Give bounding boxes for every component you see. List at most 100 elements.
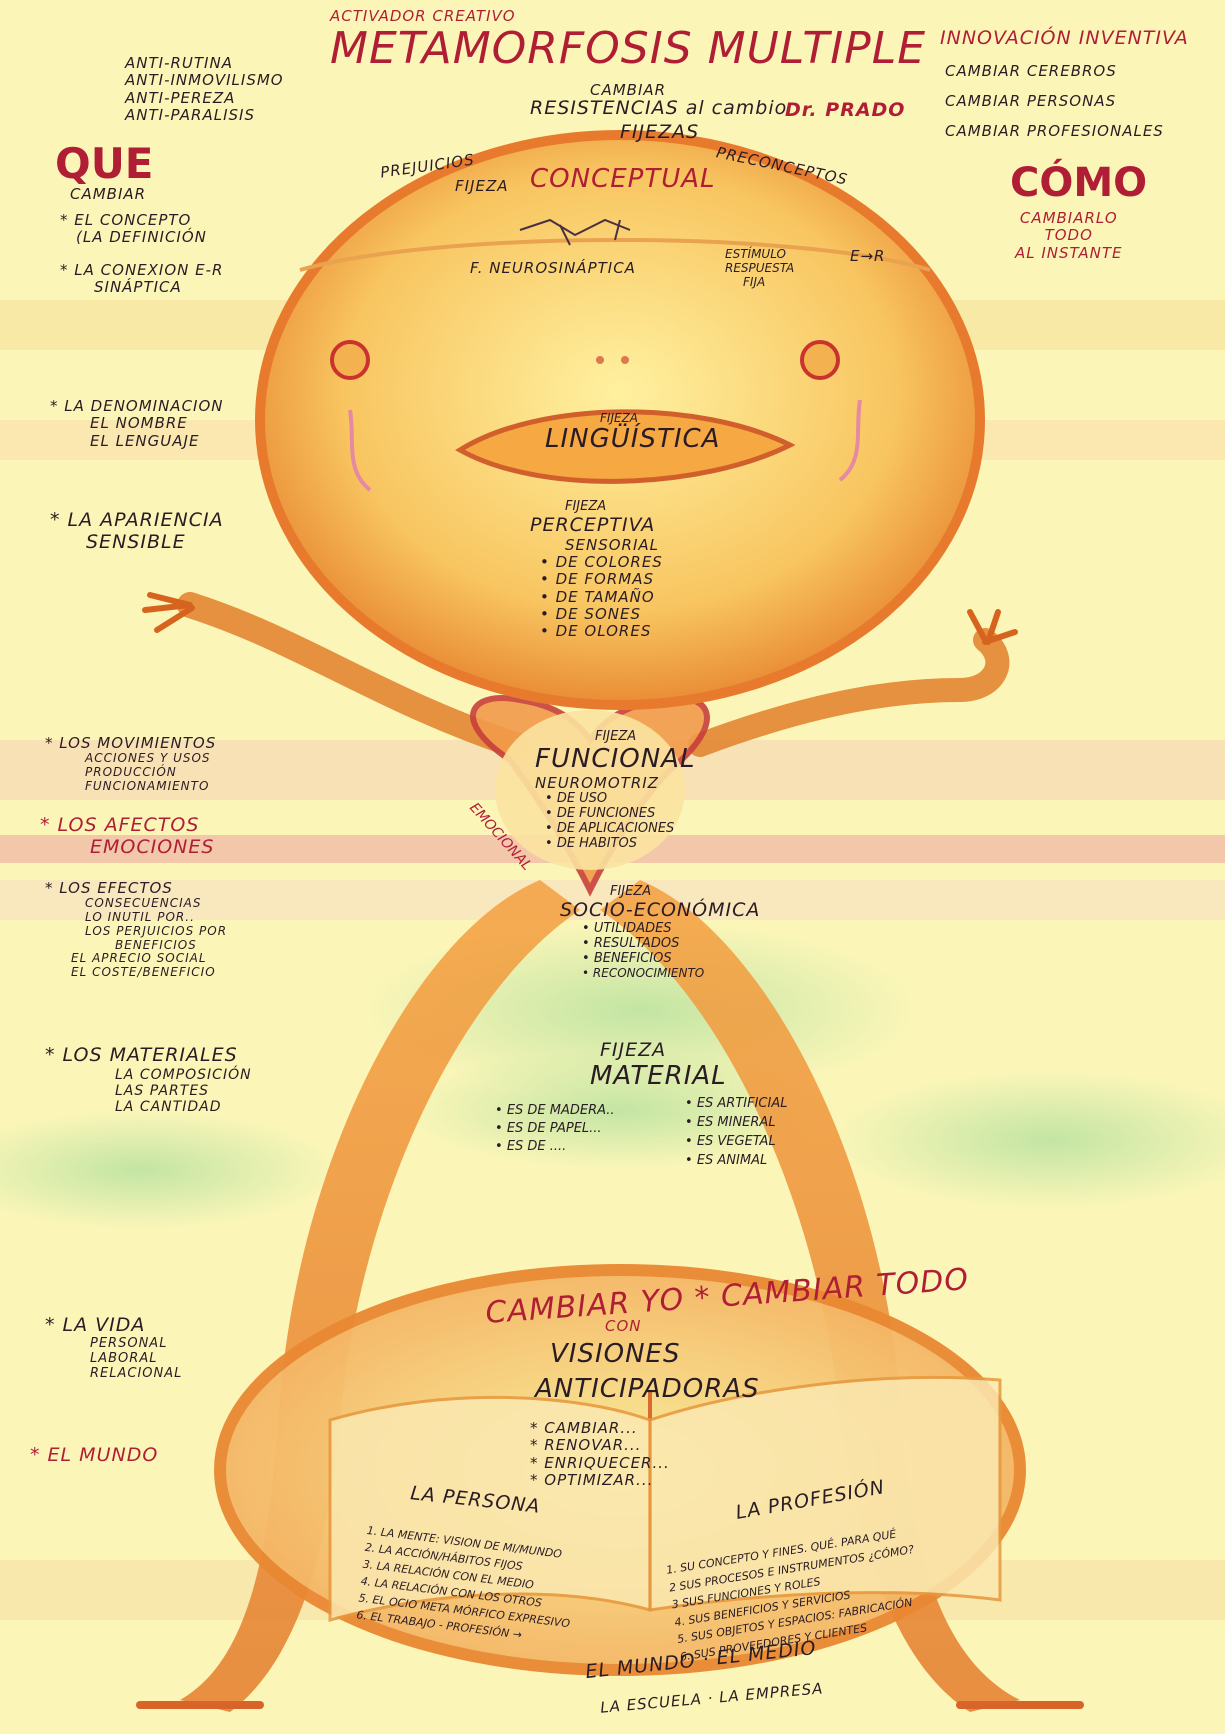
left-denominacion: LA DENOMINACION EL NOMBRE EL LENGUAJE [50, 398, 224, 450]
perceptiva-item: DE OLORES [530, 623, 663, 640]
estimulo-line: ESTÍMULO [725, 248, 794, 262]
innovacion-list: CAMBIAR CEREBROS CAMBIAR PERSONAS CAMBIA… [945, 56, 1164, 146]
material-item: ES DE PAPEL... [495, 1120, 615, 1138]
socio-item: RESULTADOS [560, 937, 760, 952]
left-item-title: LA DENOMINACION [50, 398, 224, 415]
material-item: ES DE .... [495, 1138, 615, 1156]
linguistica-title: LINGÜÍSTICA [545, 425, 720, 455]
left-item-sub: CONSECUENCIAS [45, 897, 227, 911]
left-afectos: LOS AFECTOS EMOCIONES [40, 815, 214, 859]
visiones-title: VISIONES [550, 1340, 680, 1370]
material-item: ES VEGETAL [685, 1133, 787, 1152]
material-col2: ES ARTIFICIAL ES MINERAL ES VEGETAL ES A… [685, 1095, 787, 1170]
left-item-sub: ACCIONES Y USOS [45, 752, 216, 766]
perceptiva-item: DE TAMAÑO [530, 589, 663, 606]
left-concepto: EL CONCEPTO (LA DEFINICIÓN [60, 212, 207, 247]
innovacion-item: CAMBIAR PERSONAS [945, 86, 1164, 116]
perceptiva-sub: SENSORIAL [530, 537, 663, 554]
material-item: ES ANIMAL [685, 1152, 787, 1171]
perceptiva-item: DE FORMAS [530, 571, 663, 588]
como-lines: CAMBIARLO TODO AL INSTANTE [1015, 210, 1122, 262]
left-item-sub: RELACIONAL [45, 1367, 182, 1382]
left-item-sub: SENSIBLE [50, 532, 224, 554]
left-item-title: LOS EFECTOS [45, 880, 227, 897]
left-item-sub: LA CANTIDAD [45, 1099, 252, 1115]
material-item: ES ARTIFICIAL [685, 1095, 787, 1114]
left-item-sub: EMOCIONES [40, 837, 214, 859]
material-fijeza: FIJEZA [600, 1040, 666, 1062]
material-col1: ES DE MADERA.. ES DE PAPEL... ES DE .... [495, 1102, 615, 1157]
author: Dr. PRADO [785, 100, 905, 122]
fijezas-text: FIJEZAS [620, 122, 699, 144]
como-title: CÓMO [1010, 160, 1147, 206]
anti-item: ANTI-PARALISIS [125, 107, 284, 124]
left-item-title: LA CONEXION E-R [60, 262, 223, 279]
funcional-block: FIJEZA FUNCIONAL NEUROMOTRIZ DE USO DE F… [535, 730, 695, 852]
perceptiva-fijeza: FIJEZA [530, 500, 663, 515]
funcional-item: DE USO [535, 792, 695, 807]
nose-dot-left [596, 356, 604, 364]
left-vida: LA VIDA PERSONAL LABORAL RELACIONAL [45, 1315, 182, 1382]
que-sub: CAMBIAR [70, 186, 146, 203]
cambiar-con: CON [605, 1318, 642, 1335]
left-materiales: LOS MATERIALES LA COMPOSICIÓN LAS PARTES… [45, 1045, 252, 1115]
estimulo-line: RESPUESTA [725, 262, 794, 276]
anti-item: ANTI-PEREZA [125, 90, 284, 107]
material-item: ES MINERAL [685, 1114, 787, 1133]
estimulo-line: FIJA [725, 276, 794, 290]
estimulo-block: ESTÍMULO RESPUESTA FIJA [725, 248, 794, 289]
como-line: AL INSTANTE [1015, 245, 1122, 262]
left-item-sub: LOS PERJUICIOS POR [45, 925, 227, 939]
er-label: E→R [850, 248, 885, 265]
left-item-title: LOS MATERIALES [45, 1045, 252, 1067]
left-item-sub: (LA DEFINICIÓN [60, 229, 207, 246]
left-item-title: LA APARIENCIA [50, 510, 224, 532]
left-conexion: LA CONEXION E-R SINÁPTICA [60, 262, 223, 297]
que-title: QUE [55, 140, 154, 188]
innovacion-title: INNOVACIÓN INVENTIVA [940, 28, 1189, 50]
left-item-sub: EL LENGUAJE [50, 433, 224, 450]
socio-fijeza: FIJEZA [560, 885, 760, 900]
fijeza-conceptual-small: FIJEZA [455, 178, 509, 195]
socio-item: RECONOCIMIENTO [560, 967, 760, 981]
eye-right [802, 342, 838, 378]
anticipadoras-title: ANTICIPADORAS [535, 1375, 760, 1405]
left-item-title: LOS AFECTOS [40, 815, 214, 837]
nose-dot-right [621, 356, 629, 364]
left-apariencia: LA APARIENCIA SENSIBLE [50, 510, 224, 554]
left-efectos: LOS EFECTOS CONSECUENCIAS LO INUTIL POR.… [45, 880, 227, 980]
cambiar-actions: CAMBIAR... RENOVAR... ENRIQUECER... OPTI… [530, 1420, 670, 1489]
socio-title: SOCIO-ECONÓMICA [560, 900, 760, 922]
left-item-sub: LO INUTIL POR.. [45, 911, 227, 925]
anti-item: ANTI-INMOVILISMO [125, 72, 284, 89]
cambiar-action: OPTIMIZAR... [530, 1472, 670, 1489]
perceptiva-item: DE COLORES [530, 554, 663, 571]
left-item-title: LOS MOVIMIENTOS [45, 735, 216, 752]
left-item-sub: PERSONAL [45, 1337, 182, 1352]
perceptiva-title: PERCEPTIVA [530, 515, 663, 537]
left-item-sub: SINÁPTICA [60, 279, 223, 296]
como-line: TODO [1015, 227, 1122, 244]
left-item-title: LA VIDA [45, 1315, 182, 1337]
neurosinaptica-label: F. NEUROSINÁPTICA [470, 260, 636, 277]
cambiar-action: CAMBIAR... [530, 1420, 670, 1437]
left-movimientos: LOS MOVIMIENTOS ACCIONES Y USOS PRODUCCI… [45, 735, 216, 794]
left-item-sub: LAS PARTES [45, 1083, 252, 1099]
page-title: METAMORFOSIS MULTIPLE [330, 24, 926, 75]
como-line: CAMBIARLO [1015, 210, 1122, 227]
left-item-sub: EL APRECIO SOCIAL [45, 952, 227, 966]
funcional-title: FUNCIONAL [535, 745, 695, 775]
material-title: MATERIAL [590, 1062, 727, 1092]
funcional-item: DE FUNCIONES [535, 807, 695, 822]
funcional-sub: NEUROMOTRIZ [535, 775, 695, 792]
eye-left [332, 342, 368, 378]
left-item-title: EL CONCEPTO [60, 212, 207, 229]
anti-list: ANTI-RUTINA ANTI-INMOVILISMO ANTI-PEREZA… [125, 55, 284, 124]
innovacion-item: CAMBIAR PROFESIONALES [945, 116, 1164, 146]
fijeza-conceptual-title: CONCEPTUAL [530, 165, 716, 195]
funcional-item: DE APLICACIONES [535, 822, 695, 837]
funcional-item: DE HABITOS [535, 837, 695, 852]
resistencia-text: RESISTENCIAS al cambio [530, 98, 787, 120]
innovacion-item: CAMBIAR CEREBROS [945, 56, 1164, 86]
